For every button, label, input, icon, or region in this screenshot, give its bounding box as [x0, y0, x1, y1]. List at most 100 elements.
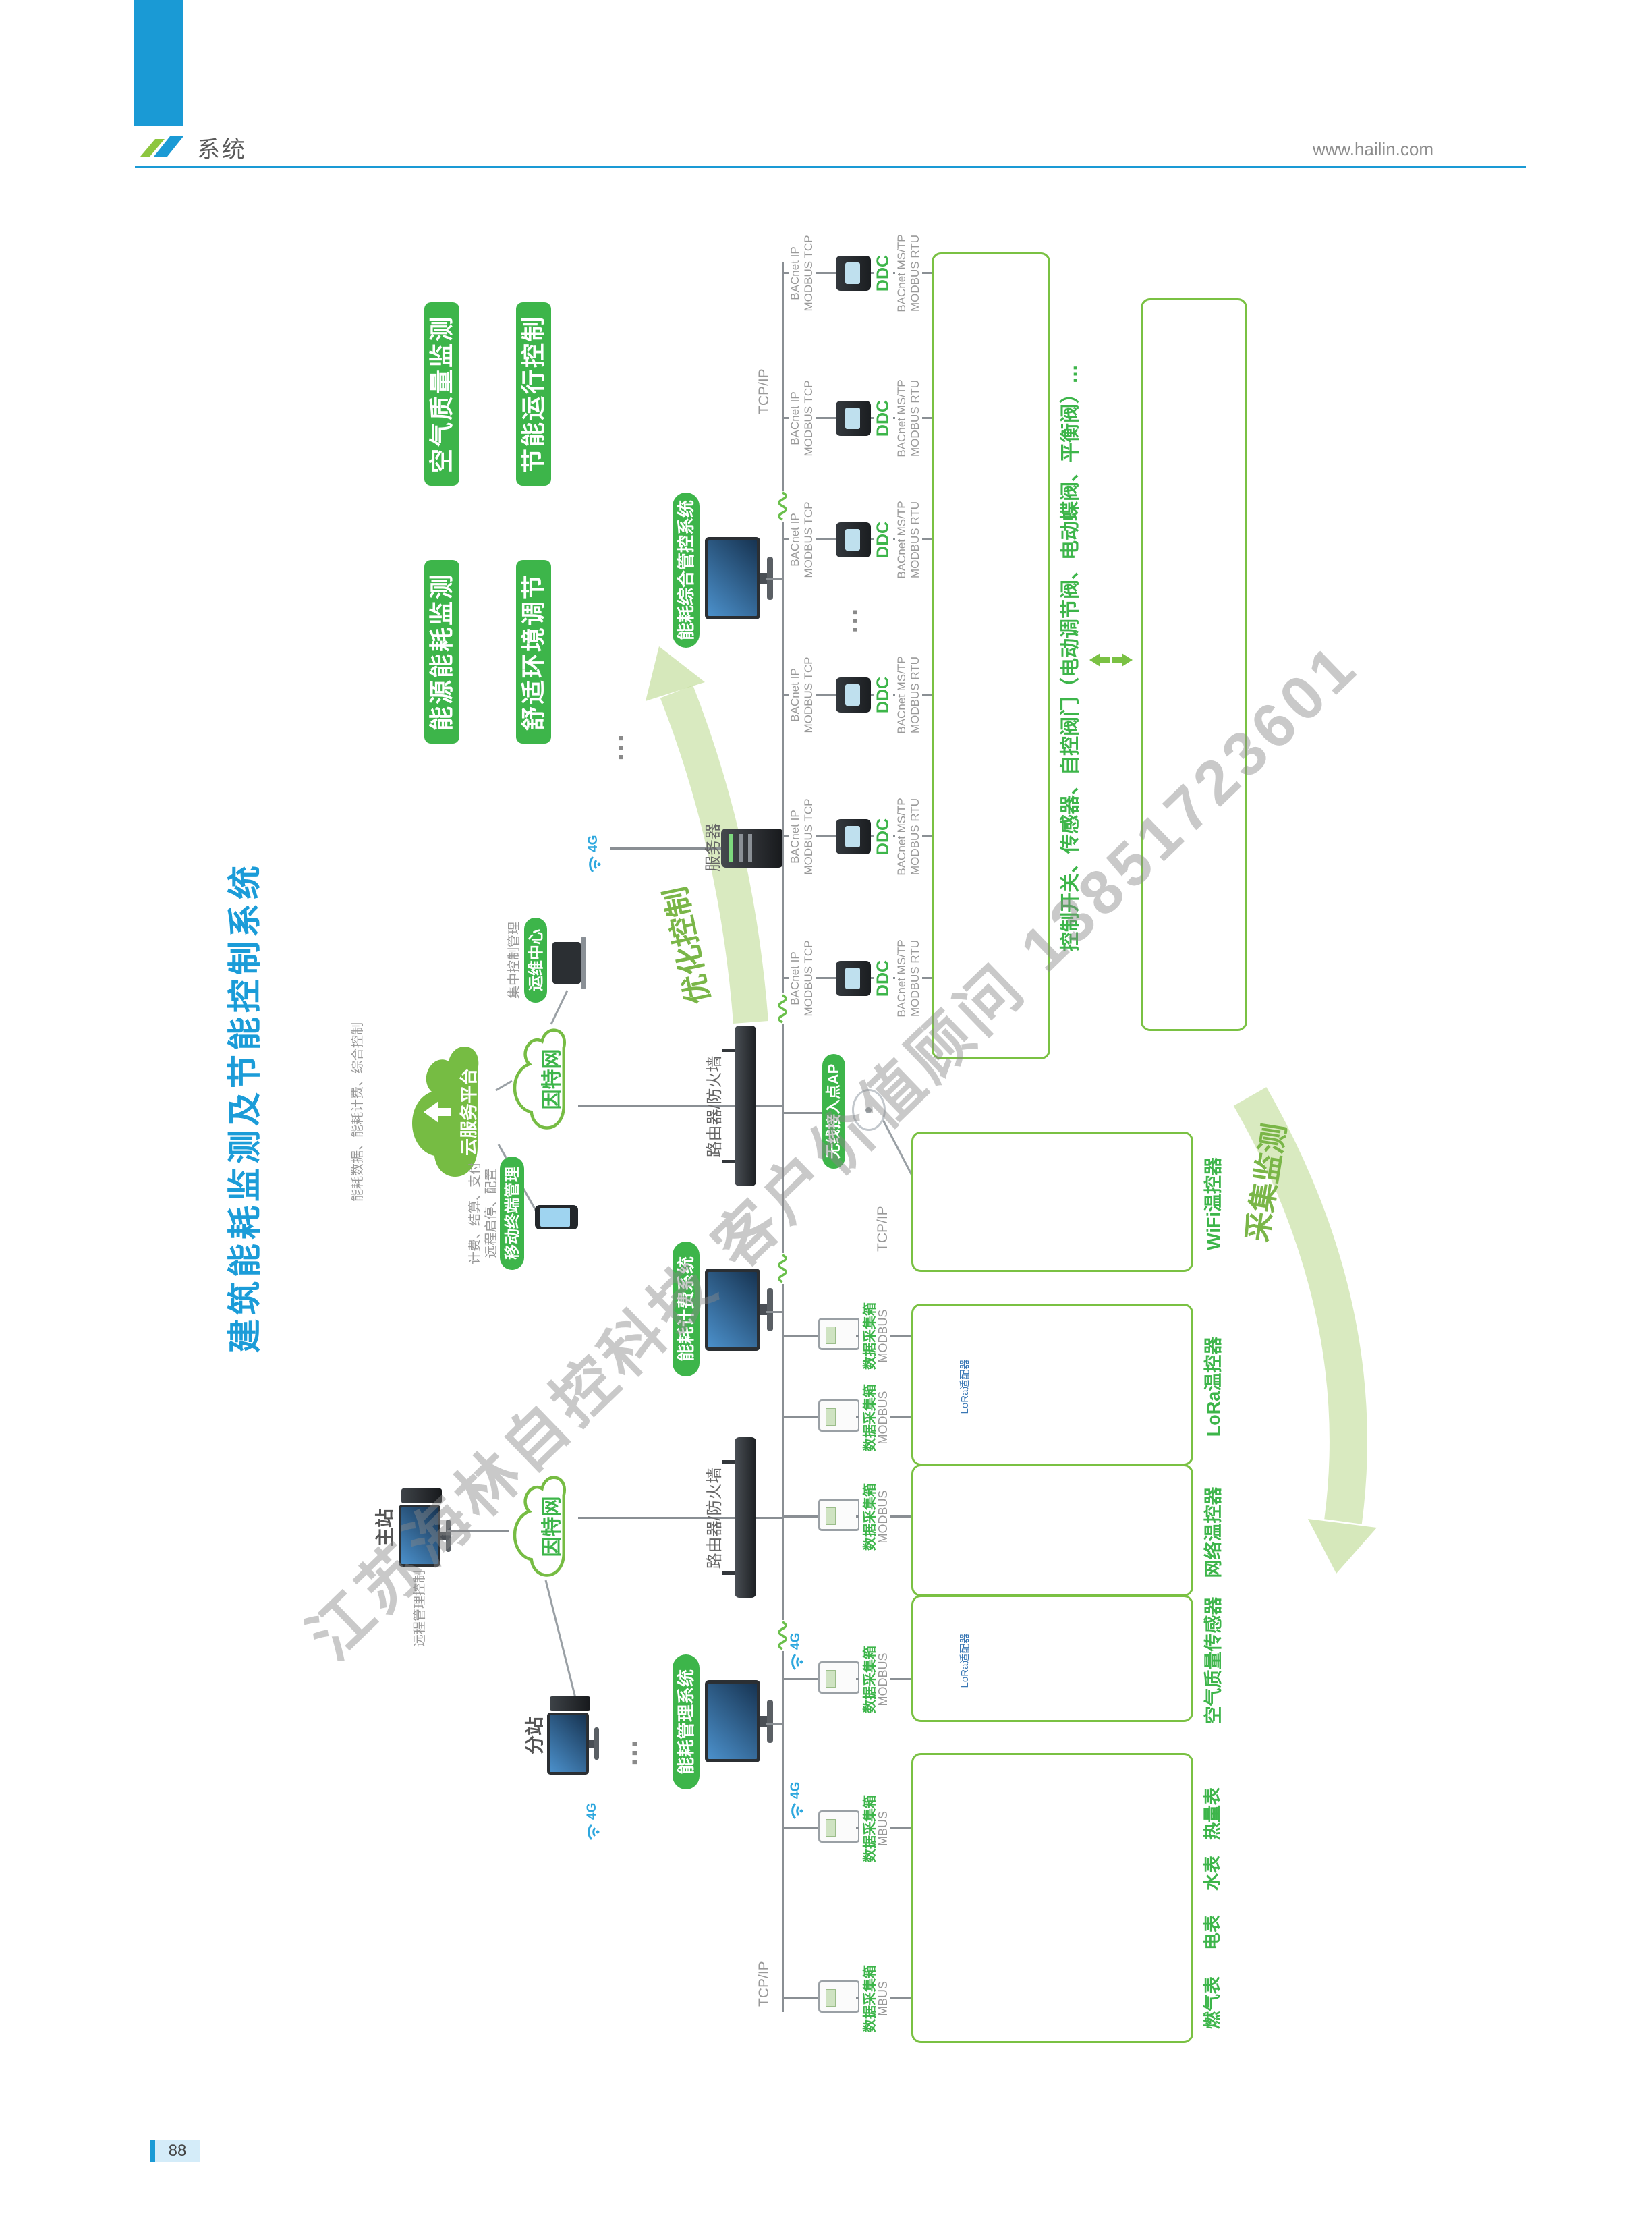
data-collector-icon — [818, 1499, 860, 1531]
header-rule — [135, 166, 1526, 168]
laptop-icon — [552, 937, 586, 989]
mobile-caption-1: 计费、结算、支付 — [468, 1162, 482, 1265]
cloud-platform: 云服务平台 — [405, 1038, 494, 1186]
cloud-icon — [513, 1028, 567, 1130]
sub-station-label: 分站 — [524, 1717, 545, 1755]
tcpip-label-ap: TCP/IP — [875, 1206, 890, 1252]
data-collector-icon — [818, 1980, 860, 2013]
ddc-label: DDC — [874, 957, 893, 1000]
more-substations-ellipsis: … — [610, 1735, 644, 1768]
electric-meter-label: 电表 — [1202, 1915, 1222, 1951]
feature-energy-saving: 节能运行控制 — [516, 302, 551, 486]
network-thermostat-box — [911, 1464, 1193, 1596]
meters-box — [911, 1753, 1193, 2043]
data-collector-icon — [818, 1399, 860, 1432]
feature-comfort: 舒适环境调节 — [516, 560, 551, 744]
page-number: 88 — [168, 2142, 187, 2160]
tcpip-label-right: TCP/IP — [756, 368, 772, 414]
wifi-thermostat-label: WiFi温控器 — [1203, 1157, 1224, 1250]
mbus-label: MBUS — [876, 1794, 890, 1863]
mobile-caption-2: 远程启停、配置 — [484, 1168, 499, 1258]
phone-icon — [535, 1205, 578, 1229]
diagram-area: 建筑能耗监测及节能控制系统 能源能耗监测 空气质量监测 舒适环境调节 节能运行控… — [138, 182, 1643, 2206]
network-wave-icon — [775, 491, 793, 522]
equipment-box — [1141, 298, 1247, 1031]
server-label: 服务器 — [704, 823, 722, 872]
ddc-controller-icon — [836, 961, 871, 996]
tcpip-label-left: TCP/IP — [756, 1961, 772, 2007]
modbus-label: MODBUS — [876, 1482, 890, 1551]
ddc-label: DDC — [874, 673, 893, 717]
feature-air-quality: 空气质量监测 — [424, 302, 459, 486]
brand-tab — [134, 0, 183, 126]
air-quality-box — [911, 1595, 1193, 1722]
router-firewall-top-label: 路由器/防火墙 — [706, 1055, 724, 1158]
data-collector-label: 数据采集箱 — [859, 1376, 878, 1459]
ops-center-label: 运维中心 — [524, 918, 547, 1003]
lora-adapter-caption: LoRa适配器 — [959, 1359, 971, 1414]
section-label: 系统 — [197, 137, 247, 163]
upload-arrow-icon — [424, 1101, 451, 1123]
data-collector-icon — [818, 1318, 860, 1350]
data-collector-icon — [818, 1661, 860, 1694]
wifi-thermostat-box — [911, 1132, 1193, 1272]
modbus-label: MODBUS — [876, 1645, 890, 1714]
modbus-label: MODBUS — [876, 1383, 890, 1452]
internet-label: 因特网 — [541, 1049, 563, 1110]
heat-meter-label: 热量表 — [1202, 1787, 1222, 1841]
air-quality-label: 空气质量传感器 — [1203, 1596, 1224, 1725]
4g-wireless-icon: 4G — [583, 1803, 600, 1842]
4g-wireless-icon: 4G — [585, 835, 601, 874]
more-systems-ellipsis: … — [597, 730, 630, 762]
ops-caption: 集中控制管理 — [507, 922, 521, 999]
internet-cloud-left: 因特网 — [508, 1471, 578, 1582]
ddc-controller-icon — [836, 401, 871, 436]
data-collector-label: 数据采集箱 — [859, 1294, 878, 1378]
lora-thermostat-label: LoRa温控器 — [1203, 1336, 1224, 1437]
data-collector-label: 数据采集箱 — [859, 1957, 878, 2040]
router-firewall-left-label: 路由器/防火墙 — [706, 1467, 724, 1569]
lora-adapter-caption: LoRa适配器 — [959, 1633, 971, 1688]
data-collector-icon — [818, 1810, 860, 1843]
computer-tower-icon — [550, 1696, 590, 1711]
router-firewall-icon — [735, 1437, 756, 1598]
ddc-controller-icon — [836, 522, 871, 557]
integrated-system-monitor-icon — [705, 537, 773, 619]
network-thermostat-label: 网络温控器 — [1203, 1486, 1224, 1578]
feature-energy-monitor: 能源能耗监测 — [424, 560, 459, 744]
more-ddc-ellipsis: … — [833, 605, 863, 634]
diagram-title: 建筑能耗监测及节能控制系统 — [226, 862, 264, 1353]
network-wave-icon — [775, 993, 793, 1024]
data-collector-label: 数据采集箱 — [859, 1787, 878, 1870]
4g-wireless-icon: 4G — [787, 1633, 803, 1672]
mobile-terminal-label: 移动终端管理 — [500, 1157, 524, 1270]
water-meter-label: 水表 — [1202, 1856, 1222, 1891]
management-system-monitor-icon — [705, 1680, 773, 1762]
ddc-controller-icon — [836, 677, 871, 713]
website-url: www.hailin.com — [1312, 139, 1433, 159]
sub-station-computer-icon — [547, 1713, 599, 1775]
ddc-label: DDC — [874, 815, 893, 858]
logo-icon — [139, 134, 186, 161]
ddc-controller-icon — [836, 819, 871, 854]
mbus-label: MBUS — [876, 1964, 890, 2033]
cloud-icon — [513, 1476, 567, 1577]
internet-cloud-top: 因特网 — [508, 1024, 578, 1135]
network-wave-icon — [775, 1620, 793, 1651]
data-collector-label: 数据采集箱 — [859, 1475, 878, 1559]
collect-arrow — [1233, 1087, 1367, 1524]
data-collector-label: 数据采集箱 — [859, 1638, 878, 1721]
system-integrated-label: 能耗综合管控系统 — [673, 493, 700, 648]
system-management-label: 能耗管理系统 — [673, 1654, 700, 1789]
page-number-badge: 88 — [150, 2140, 200, 2162]
cloud-platform-caption: 能耗数据、能耗计费、综合控制 — [351, 1022, 365, 1202]
